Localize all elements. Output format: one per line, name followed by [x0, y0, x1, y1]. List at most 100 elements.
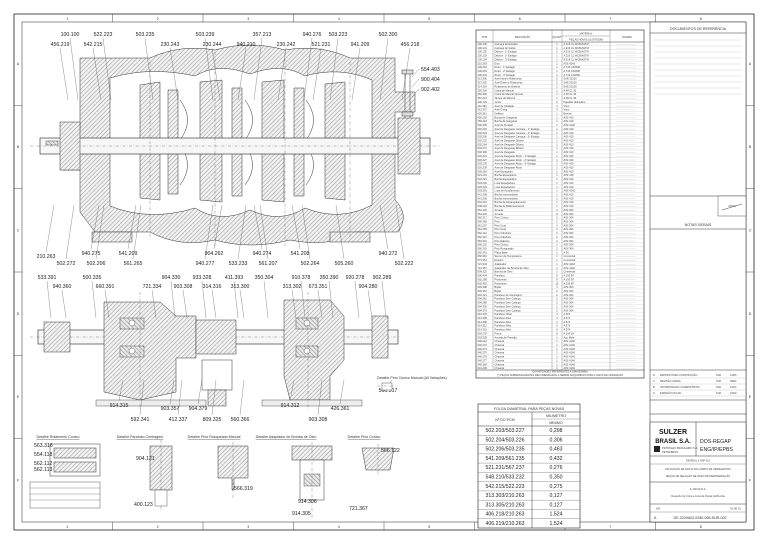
parts-material: AISI 410 — [564, 185, 575, 189]
parts-pos: 502.203 — [478, 127, 488, 131]
parts-qty: 1 — [556, 88, 558, 92]
frame-row-mark: F — [749, 479, 752, 483]
parts-material: AISI 4140 — [564, 266, 576, 270]
part-callout: 561.265 — [124, 261, 143, 267]
parts-material: A 193 B7 — [564, 281, 575, 285]
parts-material: AISI 410 — [564, 196, 575, 200]
parts-footnote-2: (*) PEÇAS SOBRESSALENTES RECOMENDADAS A … — [497, 372, 623, 377]
parts-qty: 1 — [556, 57, 558, 61]
parts-qty: 1 — [556, 165, 558, 169]
clearance-min: 0,127 — [550, 493, 563, 499]
parts-pos: 456.219 — [478, 119, 488, 123]
frame-col-mark: 5 — [428, 17, 430, 21]
part-callout: 920.278 — [346, 275, 365, 281]
parts-desc: Chaveta — [495, 366, 505, 370]
part-callout: 721.334 — [143, 284, 162, 290]
parts-qty: 1 — [556, 123, 558, 127]
parts-qty: 1 — [556, 65, 558, 69]
parts-pos: 456.218 — [478, 115, 488, 119]
parts-material: A 743 CA6NM — [564, 65, 580, 69]
parts-qty: 2 — [556, 227, 558, 231]
parts-material: AISI 420 — [564, 158, 575, 162]
parts-material: A 48 CL 30 — [564, 92, 577, 96]
detail-title: Detalhe Pino Rosqueado Manual — [188, 435, 241, 439]
detail-callout: 914.305 — [292, 511, 311, 517]
parts-pos: 910.378 — [478, 312, 488, 316]
parts-pos: 562.112 — [478, 231, 488, 235]
parts-desc: Pino — [495, 220, 501, 224]
part-callout: 502.222 — [395, 261, 414, 267]
parts-pos: 100.101 — [478, 46, 488, 50]
parts-material: AISI 304 — [564, 239, 575, 243]
parts-material: AISI 304 — [564, 297, 575, 301]
parts-qty: 1 — [556, 158, 558, 162]
parts-qty: 1 — [556, 50, 558, 54]
revision-author: SLR — [716, 391, 721, 395]
parts-material: A 216 CL WCB/ASTM — [564, 54, 589, 58]
part-callout: 904.330 — [162, 275, 181, 281]
parts-qty: 1 — [556, 189, 558, 193]
parts-desc: Bucha de Garganta — [495, 119, 518, 123]
parts-material: AISI 304 — [564, 227, 575, 231]
parts-pos: 350.304 — [478, 88, 488, 92]
part-callout: 522.223 — [94, 32, 113, 38]
part-callout: 230.242 — [277, 42, 296, 48]
parts-material: AISI 304 — [564, 285, 575, 289]
clearance-col-pcm: Nº DO PCM — [495, 418, 514, 422]
parts-pos: 357.213 — [478, 96, 488, 100]
parts-qty: 4 — [556, 108, 558, 112]
parts-material: AISI 410 — [564, 146, 575, 150]
parts-qty: 1 — [556, 146, 558, 150]
parts-material: AISI 410 — [564, 138, 575, 142]
frame-row-mark: E — [749, 395, 752, 399]
parts-qty: 2 — [556, 81, 558, 85]
parts-header: MATERIAL — [580, 32, 593, 36]
parts-qty: 8 — [556, 331, 558, 335]
parts-pos: 313.300 — [478, 77, 488, 81]
company-name: SULZER — [659, 429, 687, 436]
parts-desc: Difusor - 3º Estágio — [495, 57, 518, 61]
clearance-pcm: 541.209/561.235 — [486, 456, 525, 462]
parts-material: Comercial — [564, 258, 576, 262]
parts-pos: 903.357 — [478, 289, 488, 293]
parts-desc: Bomba de Óleo — [495, 269, 514, 274]
parts-pos: 521.231 — [478, 173, 488, 177]
parts-qty: 1 — [556, 127, 558, 131]
parts-qty: 2 — [556, 104, 558, 108]
description-line-1: APLICAÇÃO DE NAFTA NO CAMPO DE OBRIGADUN… — [665, 466, 731, 471]
clearance-pcm: 406.219/210.263 — [486, 521, 525, 527]
detail-title: Detalhe Pino Conico — [348, 435, 381, 439]
parts-qty: 1 — [556, 185, 558, 189]
part-callout: 900.404 — [421, 77, 440, 83]
parts-desc: Chaveta — [495, 339, 505, 343]
frame-col-mark: 8 — [700, 525, 702, 529]
parts-desc: Arruela — [495, 208, 504, 212]
parts-material: AISI 4140 — [564, 347, 576, 351]
parts-qty: 1 — [556, 142, 558, 146]
parts-material: AISI 410 — [564, 181, 575, 185]
site-name: DOS-REGAP — [700, 439, 732, 445]
parts-material: AISI 304 — [564, 308, 575, 312]
part-callout: 940.360 — [53, 284, 72, 290]
part-callout: 313.302 — [283, 284, 302, 290]
parts-material: AISI 4140 — [564, 351, 576, 355]
parts-qty: 1 — [556, 173, 558, 177]
parts-pos: 904.262 — [478, 297, 488, 301]
part-callout: 456.218 — [401, 42, 420, 48]
parts-qty: 1 — [556, 193, 558, 197]
part-callout: 910.378 — [292, 275, 311, 281]
parts-qty: 1 — [556, 162, 558, 166]
parts-material: Papelão Hidráulico — [564, 100, 586, 104]
parts-qty: 1 — [556, 258, 558, 262]
part-callout: 660.391 — [96, 284, 115, 290]
parts-desc: Parafuso Sem Cabeça — [495, 297, 522, 301]
parts-qty: 1 — [556, 343, 558, 347]
parts-desc: Luva Espaçadora — [495, 181, 516, 185]
part-callout: 542.215 — [84, 42, 103, 48]
clearance-col-unit: MILIMETRO — [546, 414, 566, 418]
parts-qty: 2 — [556, 289, 558, 293]
parts-material: AISI 304 — [564, 235, 575, 239]
parts-material: AISI 410 — [564, 142, 575, 146]
